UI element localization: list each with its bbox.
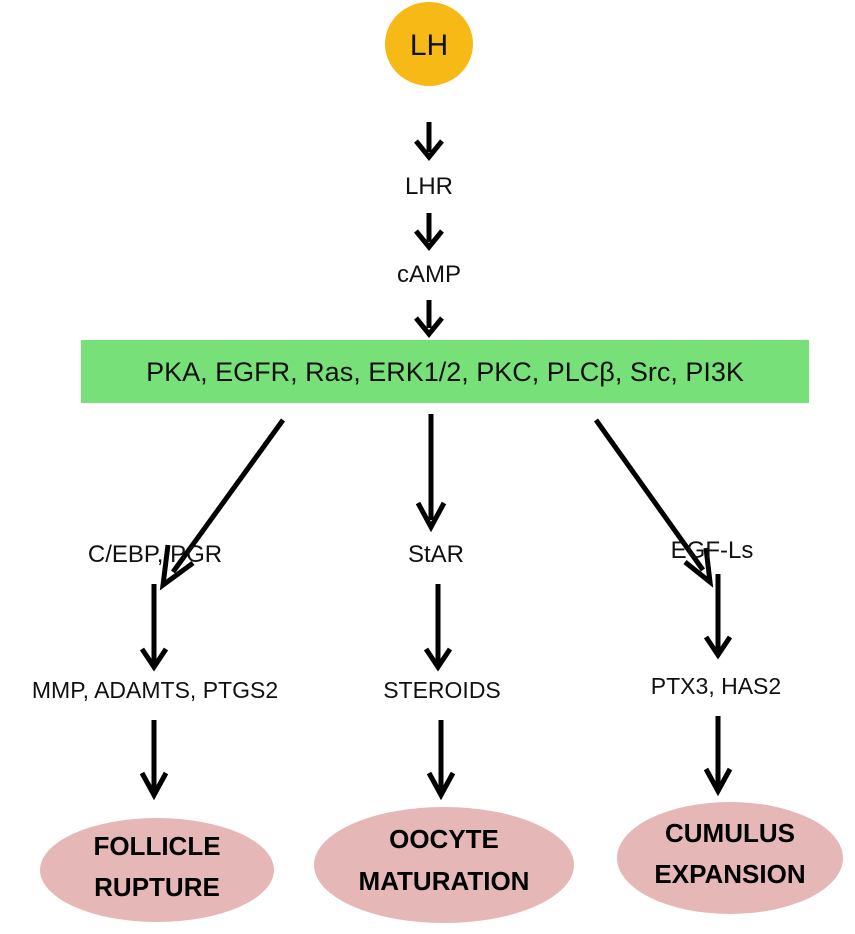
outcome-center-line2: MATURATION: [359, 866, 530, 896]
outcome-center-ellipse: [314, 807, 574, 923]
arrow-right-effectors-to-outcome: [703, 716, 733, 797]
kinase-box-bg: [81, 340, 809, 403]
arrow-center-mediator-to-effectors: [423, 584, 453, 672]
outcome-left-ellipse: [40, 818, 274, 922]
outcome-right-ellipse: [617, 802, 843, 914]
outcome-cumulus-expansion: CUMULUS EXPANSION: [617, 802, 843, 914]
outcome-right-line2: EXPANSION: [654, 859, 805, 889]
outcome-right-line1: CUMULUS: [665, 818, 795, 848]
effectors-left-label: MMP, ADAMTS, PTGS2: [32, 677, 278, 703]
effectors-center-label: STEROIDS: [383, 677, 501, 703]
arrow-left-mediator-to-effectors: [139, 584, 169, 672]
arrow-right-mediator-to-effectors: [703, 574, 733, 660]
arrow-kinases-to-left: [159, 418, 286, 591]
outcome-left-line2: RUPTURE: [94, 872, 220, 902]
arrow-camp-to-kinases: [414, 300, 444, 338]
kinase-box-label: PKA, EGFR, Ras, ERK1/2, PKC, PLCβ, Src, …: [146, 357, 744, 387]
lh-circle: [385, 2, 473, 86]
kinase-box: PKA, EGFR, Ras, ERK1/2, PKC, PLCβ, Src, …: [81, 340, 809, 403]
outcome-oocyte-maturation: OOCYTE MATURATION: [314, 807, 574, 923]
lh-label: LH: [410, 29, 448, 62]
arrow-left-effectors-to-outcome: [139, 720, 169, 801]
arrow-lh-to-lhr: [414, 122, 444, 161]
camp-label: cAMP: [397, 261, 461, 288]
arrow-kinases-to-right: [593, 418, 714, 588]
arrow-center-effectors-to-outcome: [426, 720, 456, 801]
arrow-lhr-to-camp: [414, 213, 444, 251]
outcome-follicle-rupture: FOLLICLE RUPTURE: [40, 818, 274, 922]
arrow-kinases-to-center: [415, 414, 447, 533]
effectors-right-label: PTX3, HAS2: [651, 673, 781, 699]
mediator-right-label: EGF-Ls: [671, 537, 754, 564]
mediator-left-label: C/EBP, PGR: [88, 541, 222, 568]
lhr-label: LHR: [405, 173, 453, 200]
outcome-left-line1: FOLLICLE: [93, 831, 220, 861]
lh-node: LH: [385, 2, 473, 86]
mediator-center-label: StAR: [408, 541, 464, 568]
outcome-center-line1: OOCYTE: [389, 824, 499, 854]
